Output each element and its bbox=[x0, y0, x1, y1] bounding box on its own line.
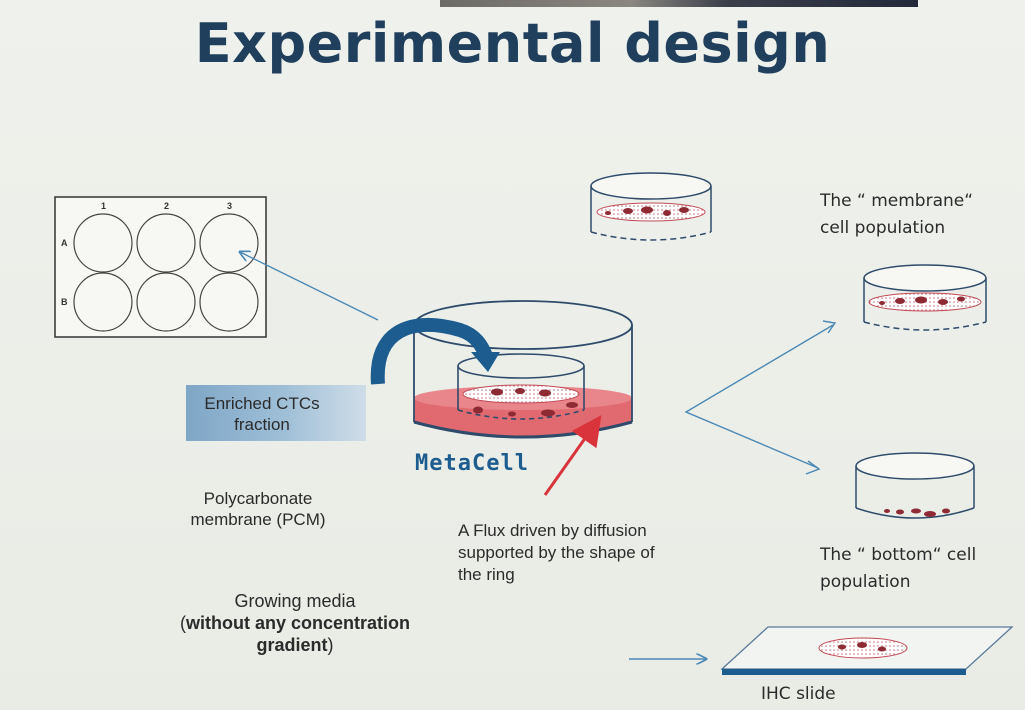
bottom-line-2: population bbox=[820, 572, 911, 592]
branch-lines bbox=[684, 324, 834, 469]
well-a2 bbox=[136, 213, 196, 273]
pcm-label: Polycarbonate membrane (PCM) bbox=[168, 488, 348, 530]
plate-col-label: 1 bbox=[101, 201, 106, 211]
pcm-line-2: membrane (PCM) bbox=[190, 510, 326, 529]
ihc-slide bbox=[720, 626, 1014, 675]
membrane-line-1: The “ membrane“ bbox=[820, 191, 974, 211]
page-title: Experimental design bbox=[194, 12, 831, 75]
membrane-population-label: The “ membrane“ cell population bbox=[820, 188, 1020, 242]
pcm-line-1: Polycarbonate bbox=[203, 489, 313, 508]
well-b2 bbox=[136, 272, 196, 332]
arrow-to-plate bbox=[240, 252, 379, 321]
plate-outline bbox=[54, 196, 267, 338]
six-well-plate: 1 2 3 A B bbox=[54, 196, 267, 338]
flux-label: A Flux driven by diffusion supported by … bbox=[458, 520, 718, 586]
well-a3 bbox=[199, 213, 259, 273]
enriched-fraction-box bbox=[186, 385, 366, 441]
media-line-2: without any concentration bbox=[185, 613, 410, 633]
plate-col-label: 2 bbox=[164, 201, 169, 211]
media-line-3: gradient bbox=[256, 635, 328, 655]
flux-line-3: the ring bbox=[458, 565, 515, 584]
growing-media-label: Growing media (without any concentration… bbox=[160, 590, 430, 656]
top-photo-strip bbox=[440, 0, 918, 7]
membrane-dish bbox=[863, 264, 987, 331]
membrane-line-2: cell population bbox=[820, 218, 946, 238]
enriched-line-2: fraction bbox=[234, 415, 290, 434]
well-b1 bbox=[73, 272, 133, 332]
enriched-fraction-label: Enriched CTCs fraction bbox=[186, 393, 338, 435]
media-line-1: Growing media bbox=[234, 591, 356, 611]
branch-arrowhead-up bbox=[822, 320, 837, 334]
flux-line-2: supported by the shape of bbox=[458, 543, 655, 562]
top-insert-dish bbox=[590, 172, 712, 241]
metacell-logo: MetaCell bbox=[415, 451, 529, 476]
ihc-slide-label: IHC slide bbox=[761, 684, 836, 704]
bottom-dish bbox=[855, 452, 975, 519]
well-b3 bbox=[199, 272, 259, 332]
bottom-line-1: The “ bottom“ cell bbox=[820, 545, 977, 565]
branch-arrowhead-down bbox=[805, 460, 821, 475]
flux-line-1: A Flux driven by diffusion bbox=[458, 521, 647, 540]
enriched-line-1: Enriched CTCs bbox=[204, 394, 320, 413]
flux-arrow bbox=[543, 415, 602, 496]
plate-row-label: B bbox=[61, 297, 68, 307]
plate-col-label: 3 bbox=[227, 201, 232, 211]
well-a1 bbox=[73, 213, 133, 273]
pour-arrow bbox=[370, 317, 500, 385]
plate-row-label: A bbox=[61, 238, 68, 248]
bottom-population-label: The “ bottom“ cell population bbox=[820, 542, 1020, 596]
